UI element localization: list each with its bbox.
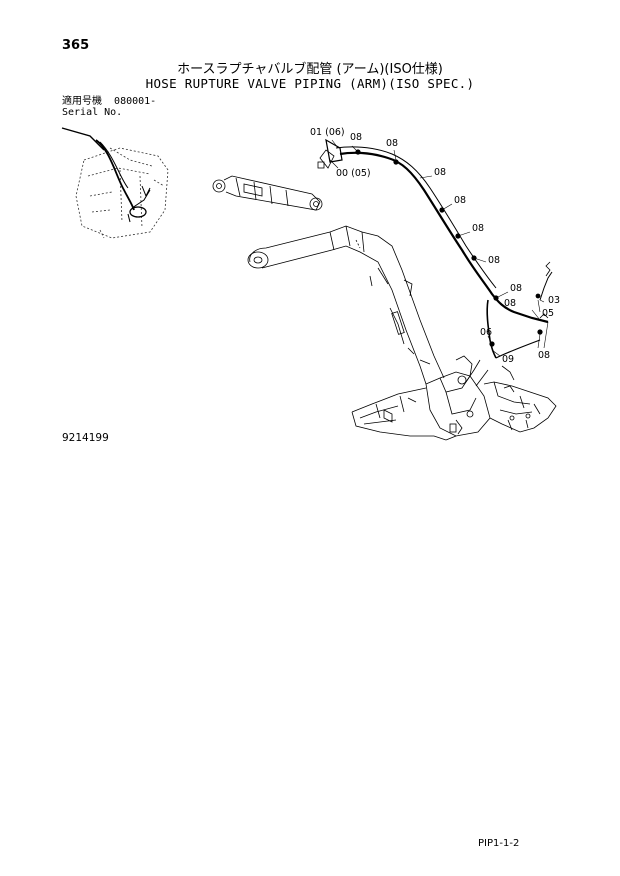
callout-08: 08 [510,283,522,294]
callout-08: 08 [350,132,362,143]
upper-structure [351,355,557,441]
callout-01: 01 (06) [310,127,345,138]
callout-00: 00 (05) [336,168,371,179]
title-english: HOSE RUPTURE VALVE PIPING (ARM)(ISO SPEC… [145,76,475,91]
serial-number-block: 適用号機 080001- Serial No. [62,96,156,118]
callout-05: 05 [542,308,554,319]
callout-09: 09 [502,354,514,365]
title-japanese: ホースラプチャバルブ配管 (アーム)(ISO仕様) [177,62,443,77]
callout-08: 08 [538,350,550,361]
callout-08: 08 [434,167,446,178]
leader-lines [329,139,549,357]
serial-label-jp: 適用号機 [62,96,102,107]
page-number: 365 [62,38,90,53]
callout-08: 08 [386,138,398,149]
serial-value: 080001- [114,96,157,107]
footer-code: PIP1-1-2 [478,838,520,849]
arm-cylinder [212,175,323,211]
serial-label-en: Serial No. [62,107,123,118]
drawing-id: 9214199 [62,432,109,444]
callout-labels: 01 (06) 08 00 (05) 08 08 08 08 08 08 08 … [310,127,560,365]
boom-structure [247,225,445,385]
callout-08: 08 [504,298,516,309]
inset-machine-view [61,127,169,239]
callout-08: 08 [454,195,466,206]
callout-08: 08 [472,223,484,234]
callout-08: 08 [488,255,500,266]
callout-03: 03 [548,295,560,306]
callout-06: 06 [480,327,492,338]
